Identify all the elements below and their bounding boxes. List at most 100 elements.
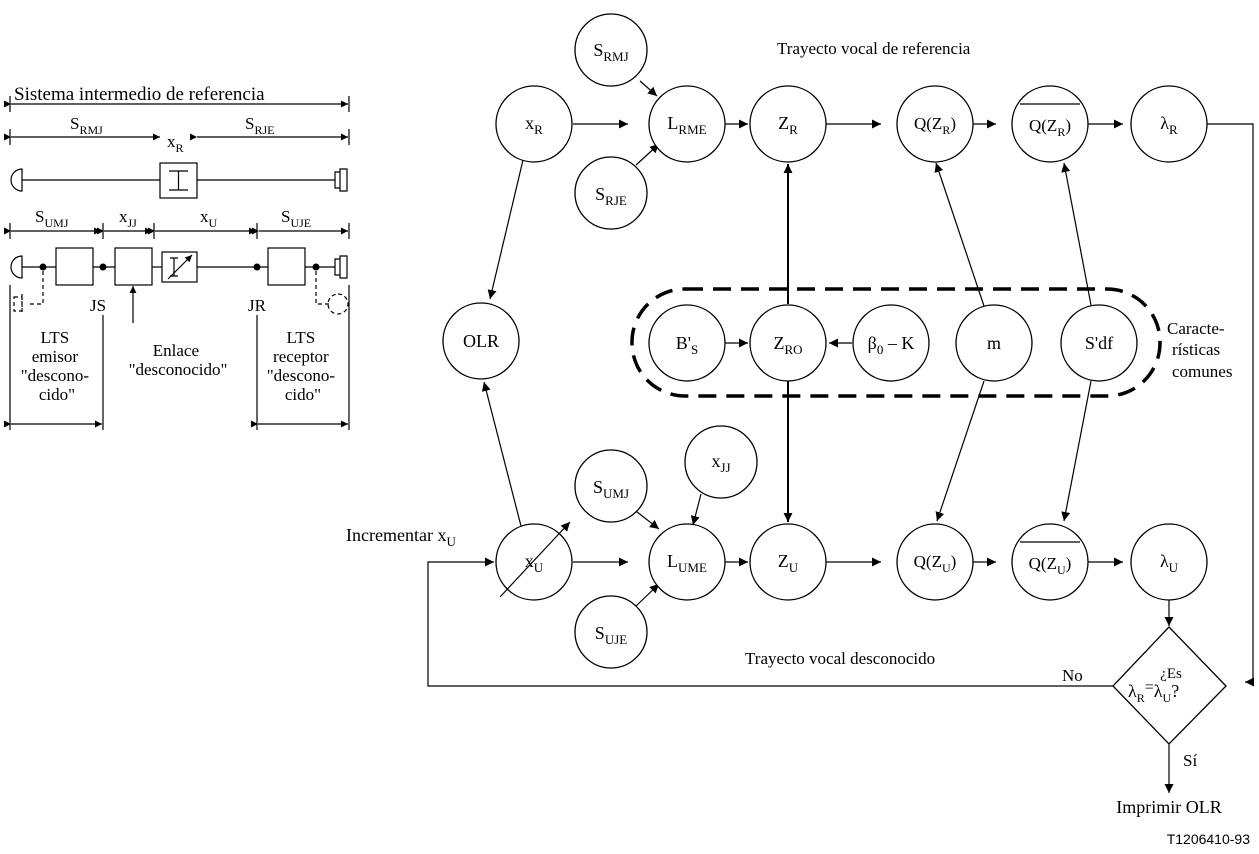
dashed-terminal-right xyxy=(327,293,349,315)
svg-text:SRMJ: SRMJ xyxy=(593,40,628,64)
arrow-xu-to-olr xyxy=(481,381,522,527)
junction-dot xyxy=(39,263,47,271)
node-lambda-r: λR xyxy=(1130,85,1208,163)
svg-text:Q(ZU): Q(ZU) xyxy=(914,552,957,575)
arrow-sdf-to-qbarzu xyxy=(1061,380,1092,522)
node-z-ro: ZRO xyxy=(749,304,827,382)
link-box xyxy=(114,247,153,286)
node-lambda-u: λU xyxy=(1130,523,1208,601)
svg-text:LUME: LUME xyxy=(667,551,707,575)
svg-text:ZRO: ZRO xyxy=(773,333,802,357)
common-characteristics-label: Caracte- rísticas comunes xyxy=(1167,319,1232,381)
svg-text:Q(ZR): Q(ZR) xyxy=(914,114,956,137)
svg-text:λR: λR xyxy=(1160,113,1178,137)
yes-label: Sí xyxy=(1183,751,1197,770)
arrow-xjj-to-lume xyxy=(690,493,702,526)
node-l-rme: LRME xyxy=(648,85,726,163)
svg-text:ZU: ZU xyxy=(778,551,799,575)
flow-diagram: Trayecto vocal de referencia Trayecto vo… xyxy=(346,13,1254,847)
mouth-icon xyxy=(10,255,23,279)
node-qbar-zu: Q(ZU) xyxy=(1011,523,1089,601)
s-rje-label: SRJE xyxy=(245,114,274,137)
js-label: JS xyxy=(90,296,106,315)
junction-dot xyxy=(312,263,320,271)
svg-text:SUMJ: SUMJ xyxy=(593,477,629,501)
svg-text:m: m xyxy=(987,333,1001,353)
junction-dot-js xyxy=(99,263,107,271)
send-box xyxy=(55,247,94,286)
unknown-path-title: Trayecto vocal desconocido xyxy=(745,649,935,668)
junction-dot-jr xyxy=(253,263,261,271)
s-umj-label: SUMJ xyxy=(35,207,69,230)
node-b-s: B'S xyxy=(648,304,726,382)
print-olr-label: Imprimir OLR xyxy=(1116,797,1222,817)
decision-question: ¿Es xyxy=(1160,666,1182,682)
reference-path-title: Trayecto vocal de referencia xyxy=(777,39,971,58)
node-s-rmj: SRMJ xyxy=(574,13,648,87)
svg-text:Q(ZU): Q(ZU) xyxy=(1029,554,1072,577)
node-q-zu: Q(ZU) xyxy=(896,523,974,601)
dashed-connector xyxy=(315,271,330,305)
svg-text:SUJE: SUJE xyxy=(595,623,627,647)
reference-system-title: Sistema intermedio de referencia xyxy=(14,84,265,105)
no-feedback-loop xyxy=(427,557,1113,687)
svg-text:β0 – K: β0 – K xyxy=(868,333,915,357)
node-z-r: ZR xyxy=(749,85,827,163)
svg-text:B'S: B'S xyxy=(676,333,698,357)
node-s-rje: SRJE xyxy=(574,156,648,230)
svg-text:xJJ: xJJ xyxy=(711,451,730,475)
filter-symbol xyxy=(169,170,188,191)
enlace-label: Enlace "desconocido" xyxy=(129,341,228,379)
node-x-u: xU xyxy=(495,521,573,601)
arrow-sdf-to-qbarzr xyxy=(1061,162,1092,306)
left-panel: Sistema intermedio de referencia SRMJ xR… xyxy=(4,84,350,430)
x-r-label: xR xyxy=(167,132,184,155)
variable-arrow xyxy=(167,254,193,280)
svg-text:SRJE: SRJE xyxy=(595,184,627,208)
node-l-ume: LUME xyxy=(648,523,726,601)
x-jj-label: xJJ xyxy=(119,207,137,230)
lts-emisor-label: LTS emisor "descono- cido" xyxy=(21,328,94,404)
svg-text:ZR: ZR xyxy=(778,113,798,137)
receive-box xyxy=(267,247,306,286)
arrow-m-to-qzu xyxy=(935,380,985,522)
node-s-umj: SUMJ xyxy=(574,449,648,523)
node-qbar-zr: Q(ZR) xyxy=(1011,85,1089,163)
svg-text:Q(ZR): Q(ZR) xyxy=(1029,116,1071,139)
node-s-uje: SUJE xyxy=(574,595,648,669)
variable-arrow xyxy=(499,521,571,598)
figure-id: T1206410-93 xyxy=(1167,831,1251,847)
decision-diamond: ¿Es λR=λU? xyxy=(1112,626,1227,745)
svg-text:S'df: S'df xyxy=(1085,333,1113,353)
svg-text:λU: λU xyxy=(1160,551,1179,575)
node-m: m xyxy=(955,304,1033,382)
node-x-r: xR xyxy=(495,85,573,163)
s-rmj-label: SRMJ xyxy=(70,114,103,137)
node-q-zr: Q(ZR) xyxy=(896,85,974,163)
arrow-m-to-qzr xyxy=(934,162,985,307)
svg-text:LRME: LRME xyxy=(667,113,706,137)
svg-text:xR: xR xyxy=(525,113,543,137)
dashed-terminal-left xyxy=(13,294,23,314)
node-olr: OLR xyxy=(442,302,520,380)
node-s-df: S'df xyxy=(1060,304,1138,382)
x-u-label: xU xyxy=(200,207,218,230)
ear-icon xyxy=(334,255,348,279)
lts-receptor-label: LTS receptor "descono- cido" xyxy=(267,328,340,404)
s-uje-label: SUJE xyxy=(281,207,311,230)
jr-label: JR xyxy=(248,296,267,315)
node-beta-k: β0 – K xyxy=(852,304,930,382)
common-characteristics-enclosure xyxy=(630,287,1162,398)
arrow-xr-to-olr xyxy=(487,159,524,300)
ear-icon xyxy=(334,168,348,192)
arrow-srje-to-lrme xyxy=(635,143,660,166)
arrow-lambdar-to-decision xyxy=(1207,123,1254,687)
svg-text:OLR: OLR xyxy=(463,331,499,351)
svg-text:xU: xU xyxy=(525,551,544,575)
decision-equation: λR=λU? xyxy=(1128,679,1179,705)
no-label: No xyxy=(1062,666,1083,685)
node-x-jj: xJJ xyxy=(684,425,758,499)
node-z-u: ZU xyxy=(749,523,827,601)
arrow-srmj-to-lrme xyxy=(639,80,658,97)
